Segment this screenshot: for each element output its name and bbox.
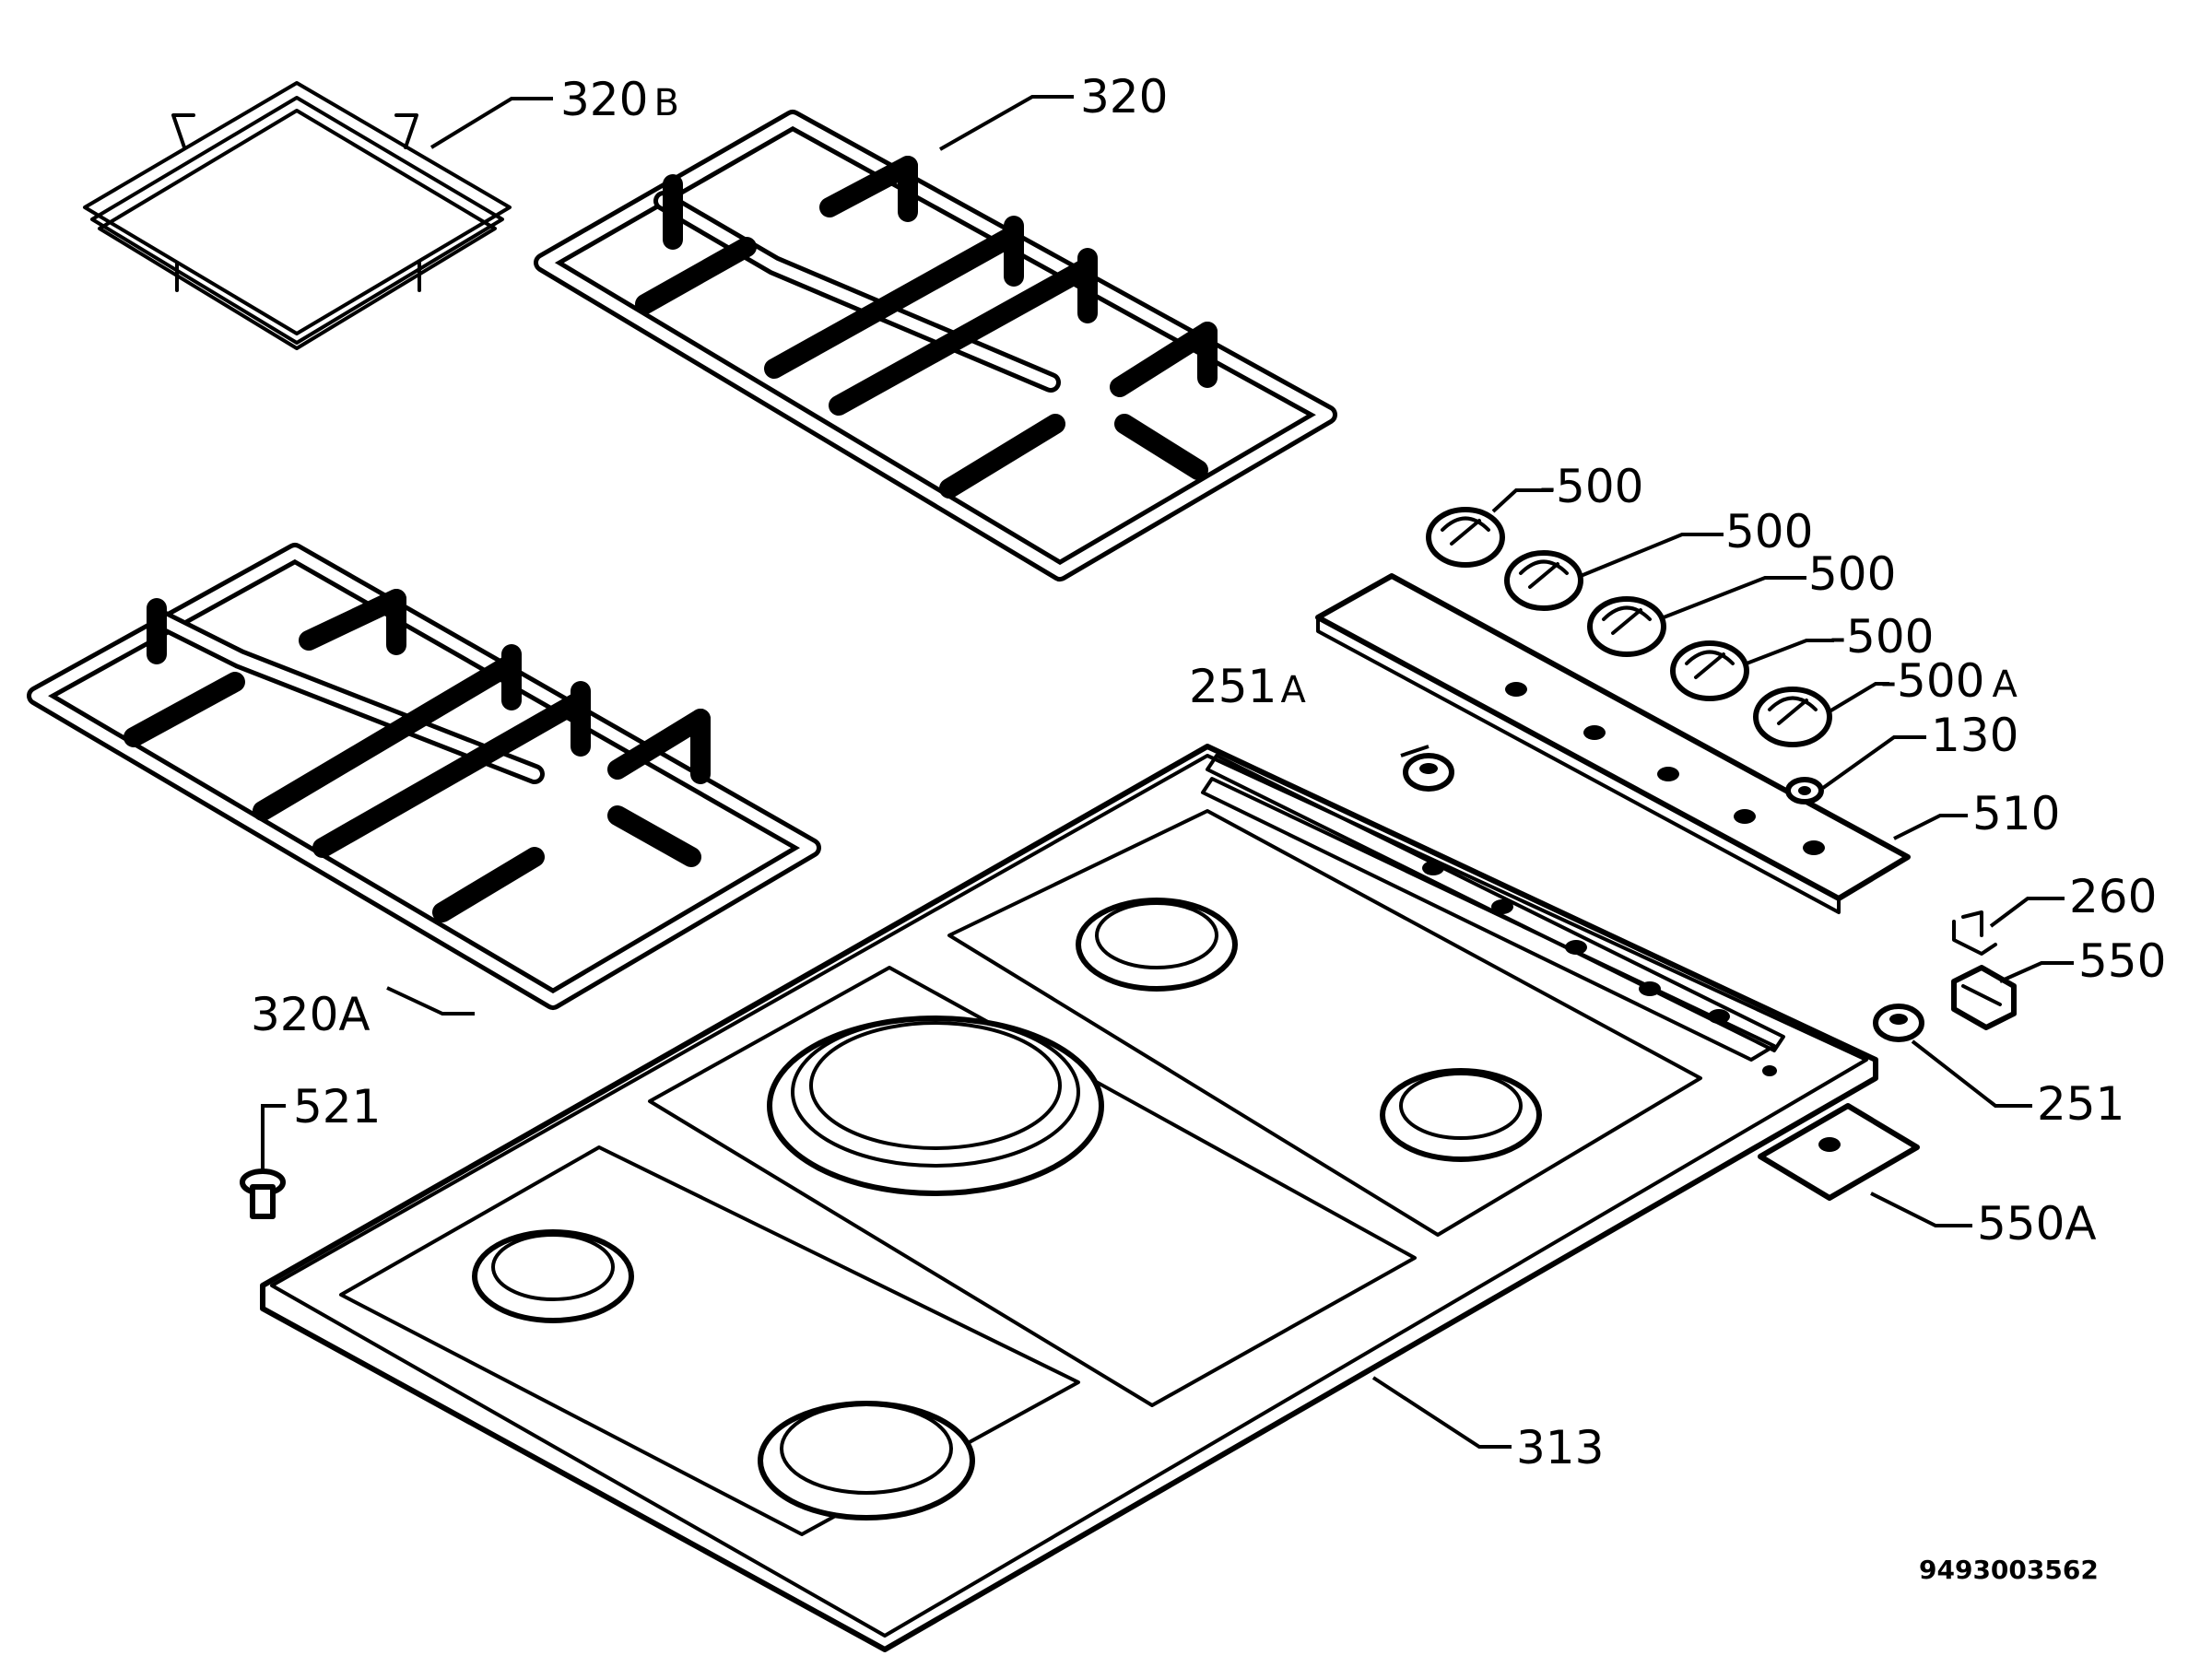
pan-support-grid-left — [27, 543, 821, 1010]
screw — [240, 1168, 286, 1219]
label-control-panel: 510 — [1972, 787, 2060, 840]
control-knob-5 — [1753, 687, 1832, 747]
control-knob-2 — [1504, 550, 1583, 611]
burner-large-center — [767, 1016, 1104, 1196]
label-knob-4: -500 — [1830, 610, 1934, 663]
label-seal-right: 251 — [2037, 1077, 2124, 1131]
label-clip: 260 — [2069, 870, 2157, 923]
control-panel — [1315, 573, 1911, 914]
control-knob-1 — [1426, 507, 1505, 568]
label-spark-module: 550 — [2078, 934, 2166, 988]
pan-support-grid-top — [534, 110, 1337, 581]
label-knob-2: 500 — [1725, 505, 1813, 558]
washer — [1785, 777, 1824, 804]
label-hob-top: 313 — [1516, 1421, 1604, 1474]
label-bracket: 550A — [1977, 1197, 2097, 1250]
seal-top — [1403, 753, 1454, 792]
hob-top — [260, 744, 1878, 1652]
label-knob-1: -500 — [1539, 460, 1643, 513]
burner-rear-left — [472, 1229, 634, 1323]
document-number: 9493003562 — [1919, 1555, 2099, 1585]
burner-rear-right — [1076, 898, 1238, 992]
control-knob-3 — [1587, 596, 1666, 657]
label-washer: 130 — [1931, 709, 2018, 762]
label-320a: 320A — [251, 988, 371, 1041]
burner-front-left — [758, 1401, 975, 1520]
seal-right — [1873, 1004, 1924, 1042]
spark-module — [1951, 965, 2017, 1030]
burner-front-right — [1380, 1068, 1542, 1162]
control-knob-4 — [1670, 640, 1749, 701]
square-pan-support — [83, 81, 512, 350]
control-knobs — [1426, 507, 1832, 747]
label-knob-3: 500 — [1808, 547, 1896, 601]
label-screw: 521 — [293, 1080, 381, 1133]
leader-lines — [261, 95, 2074, 1449]
label-320: 320 — [1080, 70, 1168, 123]
mounting-bracket — [1758, 1103, 1920, 1201]
ignition-clip — [1952, 910, 1997, 956]
